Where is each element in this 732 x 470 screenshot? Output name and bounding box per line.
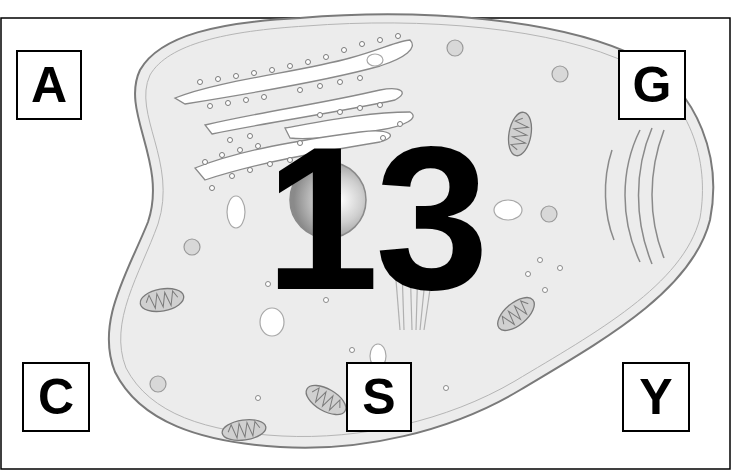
part-letter: C <box>38 372 74 422</box>
cell-membrane <box>109 14 713 447</box>
membrane-inner <box>121 23 703 437</box>
part-letter: S <box>362 372 395 422</box>
part-letter: A <box>31 60 67 110</box>
part-letter: Y <box>639 372 672 422</box>
mitochondria <box>138 110 539 443</box>
label-box: Y <box>622 362 690 432</box>
callout-number: 13 <box>265 115 485 320</box>
vesicles <box>227 54 522 368</box>
golgi <box>605 128 664 264</box>
lysosomes <box>150 40 568 392</box>
label-box: C <box>22 362 90 432</box>
label-box: G <box>618 50 686 120</box>
label-box: A <box>16 50 82 120</box>
part-letter: G <box>633 60 672 110</box>
label-box: S <box>346 362 412 432</box>
